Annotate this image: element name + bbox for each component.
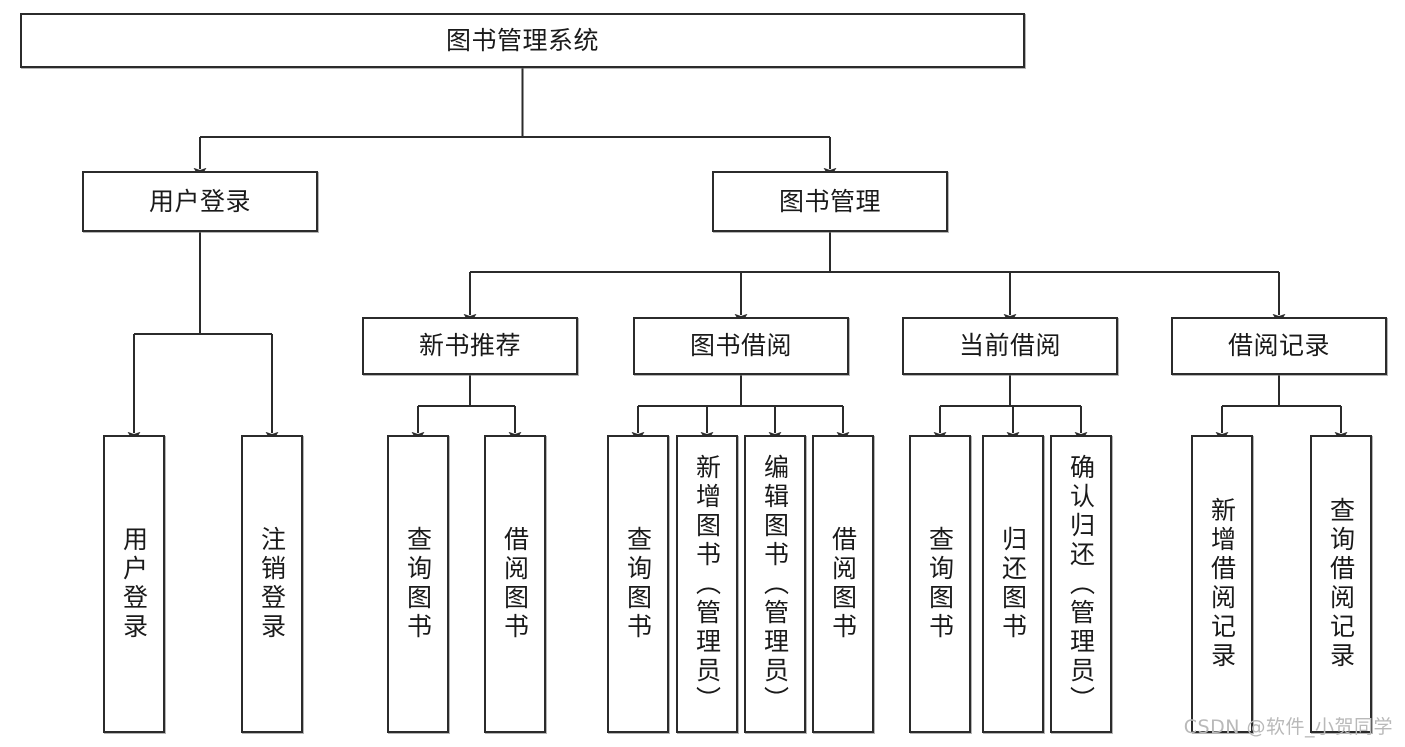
node-leaf_user_logout[interactable]: 注销登录	[241, 435, 303, 733]
node-label: 当前借阅	[958, 331, 1061, 360]
node-new_book_rec[interactable]: 新书推荐	[362, 317, 578, 375]
node-label: 新书推荐	[418, 331, 521, 360]
node-label: 借阅记录	[1227, 331, 1330, 360]
node-leaf_cb_return[interactable]: 归还图书	[982, 435, 1044, 733]
node-label: 编辑图书（管理员）	[760, 453, 790, 715]
node-root[interactable]: 图书管理系统	[20, 13, 1025, 68]
node-label: 新增借阅记录	[1207, 497, 1237, 671]
node-borrow_record[interactable]: 借阅记录	[1171, 317, 1387, 375]
node-label: 确认归还（管理员）	[1066, 453, 1096, 715]
connector-lines	[127, 68, 1348, 443]
node-label: 图书借阅	[689, 331, 792, 360]
node-leaf_br_query[interactable]: 查询借阅记录	[1310, 435, 1372, 733]
node-leaf_rec_borrow[interactable]: 借阅图书	[484, 435, 546, 733]
node-leaf_bb_borrow[interactable]: 借阅图书	[812, 435, 874, 733]
node-label: 借阅图书	[828, 526, 858, 642]
node-label: 用户登录	[119, 526, 149, 642]
node-leaf_rec_query[interactable]: 查询图书	[387, 435, 449, 733]
node-label: 借阅图书	[500, 526, 530, 642]
node-label: 查询图书	[403, 526, 433, 642]
node-leaf_br_add[interactable]: 新增借阅记录	[1191, 435, 1253, 733]
node-leaf_cb_query[interactable]: 查询图书	[909, 435, 971, 733]
node-leaf_bb_edit[interactable]: 编辑图书（管理员）	[744, 435, 806, 733]
node-label: 注销登录	[257, 526, 287, 642]
node-label: 查询图书	[623, 526, 653, 642]
node-leaf_cb_confirm[interactable]: 确认归还（管理员）	[1050, 435, 1112, 733]
node-label: 图书管理	[778, 186, 881, 216]
node-label: 归还图书	[998, 526, 1028, 642]
node-leaf_bb_add[interactable]: 新增图书（管理员）	[676, 435, 738, 733]
node-label: 图书管理系统	[445, 25, 599, 55]
node-current_borrow[interactable]: 当前借阅	[902, 317, 1118, 375]
node-leaf_bb_query[interactable]: 查询图书	[607, 435, 669, 733]
node-label: 查询借阅记录	[1326, 497, 1356, 671]
node-book_borrow[interactable]: 图书借阅	[633, 317, 849, 375]
node-book_mgmt[interactable]: 图书管理	[712, 171, 948, 232]
node-user_login[interactable]: 用户登录	[82, 171, 318, 232]
node-label: 用户登录	[148, 186, 251, 216]
node-leaf_user_login[interactable]: 用户登录	[103, 435, 165, 733]
node-label: 查询图书	[925, 526, 955, 642]
node-label: 新增图书（管理员）	[692, 453, 722, 715]
